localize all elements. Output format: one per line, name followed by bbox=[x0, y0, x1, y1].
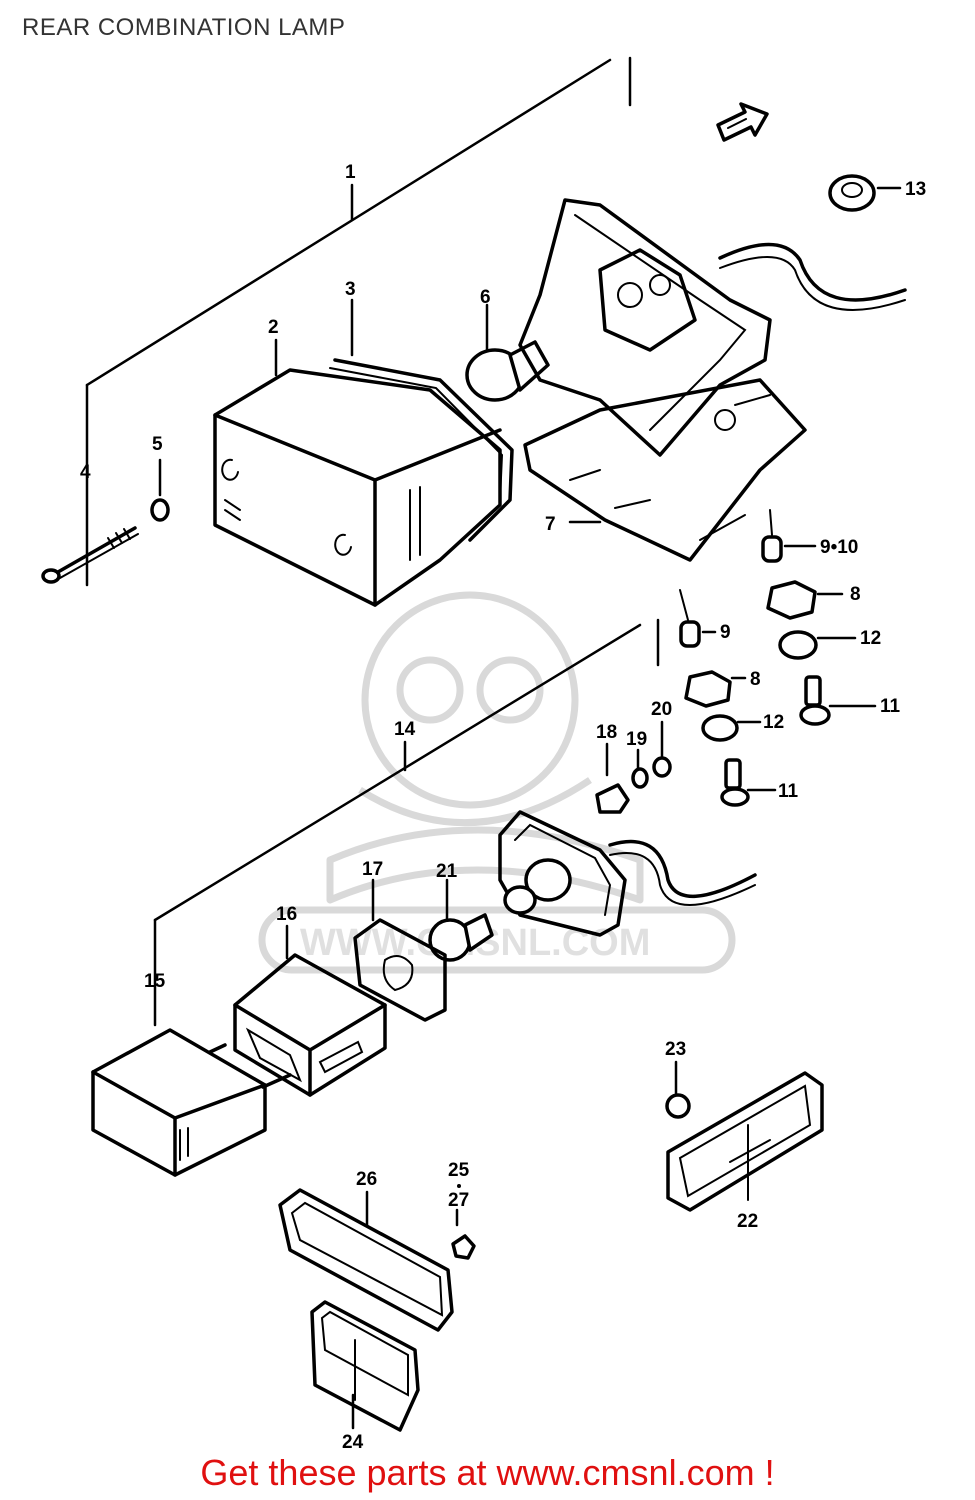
callout-4: 4 bbox=[80, 462, 91, 483]
callout-labels: 1 2 3 4 5 6 7 8 8 9 9•10 11 11 12 12 13 … bbox=[80, 162, 926, 1453]
part-3-gasket bbox=[329, 298, 514, 542]
part-9-10-spacer bbox=[761, 509, 817, 563]
callout-25: 25 bbox=[448, 1160, 470, 1181]
callout-3: 3 bbox=[345, 279, 356, 300]
callout-16: 16 bbox=[276, 904, 297, 925]
assembly-1-bracket bbox=[85, 56, 632, 587]
callout-19: 19 bbox=[626, 729, 647, 750]
part-21-bulb bbox=[428, 878, 494, 962]
part-18-bolt bbox=[595, 742, 630, 814]
callout-17: 17 bbox=[362, 859, 383, 880]
part-12-washer-upper bbox=[778, 630, 857, 660]
watermark-logo: WWW.CMSNL.COM bbox=[258, 591, 736, 974]
callout-14: 14 bbox=[394, 719, 416, 740]
footer-link[interactable]: Get these parts at www.cmsnl.com ! bbox=[200, 1452, 775, 1493]
part-19-washer bbox=[631, 748, 649, 789]
part-1-housing bbox=[518, 198, 907, 457]
callout-26: 26 bbox=[356, 1169, 377, 1190]
part-12-washer-lower bbox=[701, 714, 762, 742]
callout-20: 20 bbox=[651, 699, 672, 720]
callout-1: 1 bbox=[345, 162, 356, 183]
callout-24: 24 bbox=[342, 1432, 364, 1453]
part-17-gasket bbox=[353, 878, 447, 1022]
part-13-grommet bbox=[828, 174, 902, 212]
callout-27: 27 bbox=[448, 1190, 469, 1211]
part-8-cushion-lower bbox=[684, 670, 747, 708]
callout-12-upper: 12 bbox=[860, 628, 881, 649]
part-15-lens bbox=[91, 1028, 292, 1177]
callout-12-lower: 12 bbox=[763, 712, 784, 733]
part-4-bolt bbox=[41, 526, 139, 584]
part-11-screw-upper bbox=[799, 675, 877, 726]
callout-7: 7 bbox=[545, 514, 556, 535]
callout-13: 13 bbox=[905, 179, 926, 200]
part-6-bulb bbox=[465, 303, 550, 402]
callout-5: 5 bbox=[152, 434, 163, 455]
callout-21: 21 bbox=[436, 861, 458, 882]
callout-11-upper: 11 bbox=[880, 696, 901, 717]
diagram-title: REAR COMBINATION LAMP bbox=[22, 14, 346, 41]
callout-9: 9 bbox=[720, 622, 731, 643]
part-20-nut bbox=[652, 720, 672, 778]
callout-9-10: 9•10 bbox=[820, 537, 858, 558]
callout-15: 15 bbox=[144, 971, 166, 992]
callout-22: 22 bbox=[737, 1211, 758, 1232]
callout-8-upper: 8 bbox=[850, 584, 861, 605]
part-11-screw-lower bbox=[720, 758, 777, 807]
part-7-base-plate bbox=[523, 378, 807, 562]
callout-2: 2 bbox=[268, 317, 279, 338]
callout-18: 18 bbox=[596, 722, 617, 743]
assembly-14-bracket bbox=[153, 618, 660, 1027]
callout-11-lower: 11 bbox=[778, 781, 799, 802]
part-23-nut bbox=[665, 1060, 691, 1119]
part-24-reflector bbox=[310, 1300, 420, 1432]
part-26-reflector bbox=[278, 1188, 454, 1332]
part-2-lens bbox=[213, 338, 502, 607]
callout-6: 6 bbox=[480, 287, 491, 308]
part-25-27-screw bbox=[451, 1208, 476, 1260]
part-14-socket-assembly bbox=[498, 810, 757, 937]
callout-8-lower: 8 bbox=[750, 669, 761, 690]
part-9-spacer bbox=[679, 589, 717, 648]
callout-23: 23 bbox=[665, 1039, 686, 1060]
part-5-washer bbox=[150, 458, 170, 522]
part-22-reflector bbox=[666, 1071, 824, 1212]
part-16-bracket bbox=[233, 924, 387, 1097]
part-8-cushion-upper bbox=[766, 580, 844, 620]
front-arrow-icon bbox=[716, 102, 769, 142]
